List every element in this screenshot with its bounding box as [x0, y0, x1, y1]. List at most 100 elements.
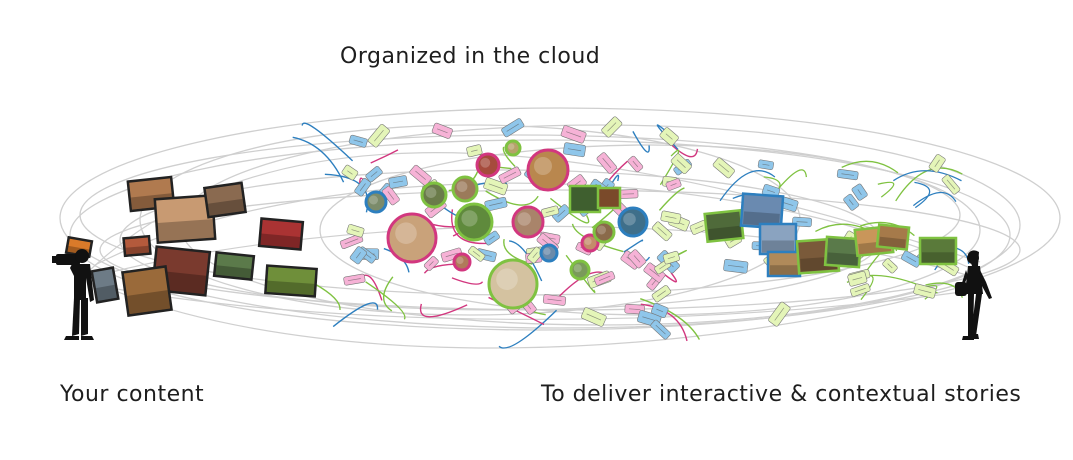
cloud-tag [847, 270, 868, 287]
cloud-tag [618, 189, 639, 199]
cloud-photo-node [568, 184, 602, 214]
content-photo-stack [64, 175, 318, 317]
cloud-tag [843, 193, 860, 211]
cloud-link [365, 281, 406, 320]
cloud-link [549, 197, 590, 224]
cloud-photo-node [617, 206, 649, 238]
cloud-link [623, 239, 644, 253]
cloud-tag [712, 157, 735, 179]
story-photo [918, 236, 958, 266]
cloud-tag [627, 249, 647, 269]
cloud-photo-node [451, 175, 479, 203]
cloud-tag [941, 174, 961, 195]
cloud-tag [348, 134, 368, 148]
cloud-tag [349, 246, 368, 265]
cloud-photo-node [596, 186, 622, 210]
cloud-tag [601, 116, 623, 138]
cloud-photo-node [569, 259, 591, 281]
cloud-tag [768, 301, 791, 327]
cloud-photo-node [364, 190, 388, 214]
content-photo [264, 264, 318, 298]
cloud-link [382, 276, 394, 312]
cloud-tag [343, 273, 366, 286]
cloud-link [640, 297, 701, 340]
flow-line [89, 279, 981, 349]
cloud-link [508, 240, 543, 282]
cloud-photo-node [539, 243, 559, 263]
cloud-tag [365, 165, 383, 183]
cloud-tag [660, 210, 682, 225]
cloud-tag [483, 230, 500, 246]
videographer-silhouette-icon [52, 249, 94, 340]
cloud-tag [594, 271, 616, 286]
cloud-tag [483, 177, 509, 196]
flow-line [99, 189, 1021, 311]
cloud-link [451, 209, 488, 245]
cloud-link [502, 146, 516, 167]
cloud-photo-node [592, 220, 616, 244]
walking-woman-silhouette-icon [955, 250, 992, 340]
cloud-tag [388, 175, 408, 189]
cloud-tag [665, 178, 682, 191]
flow-line [94, 284, 976, 320]
content-photo [212, 250, 256, 282]
cloud-link [370, 149, 399, 164]
cloud-tag [670, 153, 692, 175]
cloud-tag [627, 155, 644, 173]
content-photo [257, 217, 305, 251]
cloud-tag [851, 183, 868, 201]
story-link [841, 160, 899, 174]
cloud-tag [431, 122, 453, 139]
your-content-caption: Your content [60, 382, 205, 407]
cloud-tag [850, 283, 871, 297]
story-photo [766, 250, 802, 278]
cloud-photo-node [504, 139, 522, 157]
cloud-tag [467, 245, 486, 262]
story-link [719, 170, 776, 202]
cloud-photo-node [386, 212, 438, 264]
cloud-tag [659, 127, 679, 146]
cloud-tag [367, 123, 390, 148]
cloud-link [498, 309, 558, 349]
cloud-tag [527, 246, 544, 264]
cloud-link [292, 136, 345, 183]
content-photo [121, 265, 173, 317]
cloud-tag [466, 144, 483, 158]
cloud-tag [542, 294, 567, 306]
cloud-tag [723, 259, 749, 274]
cloud-tag [836, 169, 859, 181]
cloud-tags [339, 116, 961, 340]
cloud-tag [651, 285, 672, 303]
page-title: Organized in the cloud [340, 44, 601, 69]
cloud-tag [501, 118, 525, 138]
cloud-tag [882, 258, 898, 274]
cloud-tag [346, 224, 365, 238]
flow-line [59, 107, 1061, 329]
cloud-link [640, 303, 688, 342]
content-photo [122, 234, 152, 258]
cloud-tag [650, 319, 671, 340]
cloud-tag [580, 307, 607, 327]
story-photo [703, 208, 745, 244]
cloud-photo-nodes [364, 139, 649, 310]
story-link [774, 169, 808, 194]
story-link [860, 221, 915, 237]
cloud-link [332, 302, 379, 328]
cloud-link [314, 283, 341, 311]
cloud-photo-node [475, 152, 501, 178]
cloud-photo-node [420, 181, 448, 209]
story-photo-nodes [703, 192, 958, 278]
cloud-photo-node [452, 252, 472, 272]
cloud-tag [560, 125, 587, 144]
cloud-tag [928, 154, 946, 173]
story-link [892, 170, 962, 182]
cloud-tag [341, 164, 359, 181]
story-link [914, 181, 931, 209]
cloud-photo-node [526, 148, 570, 192]
cloud-tag [423, 256, 439, 271]
cloud-tag [339, 233, 364, 250]
cloud-tag [651, 221, 673, 242]
content-photo [90, 266, 120, 304]
cloud-tag [409, 164, 432, 186]
cloud-photo-node [580, 233, 600, 253]
